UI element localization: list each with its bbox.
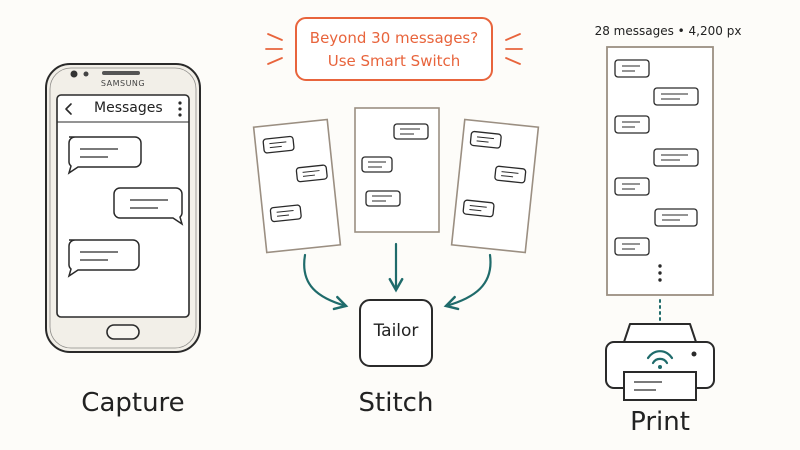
stage-print: Print bbox=[630, 407, 690, 437]
emphasis-marks bbox=[265, 33, 523, 65]
stitched-strip bbox=[606, 46, 714, 296]
message-bubble bbox=[67, 136, 142, 175]
speaker-slot bbox=[102, 71, 140, 75]
screenshot-card-center bbox=[354, 107, 440, 233]
wifi-icon bbox=[646, 350, 674, 365]
stitched-bubble-lines bbox=[622, 65, 688, 250]
camera-dot bbox=[70, 70, 78, 78]
callout-line-2: Use Smart Switch bbox=[327, 52, 461, 70]
home-button bbox=[106, 324, 140, 340]
wifi-printer-icon bbox=[605, 323, 715, 401]
tailor-box bbox=[359, 299, 433, 367]
tailor-label: Tailor bbox=[373, 321, 419, 341]
phone-brand-label: SAMSUNG bbox=[100, 79, 146, 88]
stage-capture: Capture bbox=[81, 388, 185, 418]
stitched-bubbles bbox=[614, 59, 699, 256]
continuation-dots bbox=[658, 264, 662, 282]
message-bubble bbox=[113, 187, 184, 226]
smart-switch-callout bbox=[265, 17, 523, 81]
arrow-left-to-tailor bbox=[303, 253, 349, 311]
back-chevron-icon bbox=[65, 103, 72, 115]
screenshot-card-right bbox=[450, 118, 540, 254]
messages-app-title: Messages bbox=[94, 100, 163, 116]
sensor-dot bbox=[83, 71, 89, 77]
callout-line-1: Beyond 30 messages? bbox=[309, 29, 479, 47]
arrow-right-to-tailor bbox=[443, 253, 492, 311]
stitched-image-stats: 28 messages • 4,200 px bbox=[594, 24, 742, 38]
screenshot-card-left bbox=[252, 118, 342, 254]
stage-stitch: Stitch bbox=[358, 388, 434, 418]
kebab-menu-icon bbox=[178, 101, 182, 117]
message-bubble bbox=[67, 239, 140, 278]
